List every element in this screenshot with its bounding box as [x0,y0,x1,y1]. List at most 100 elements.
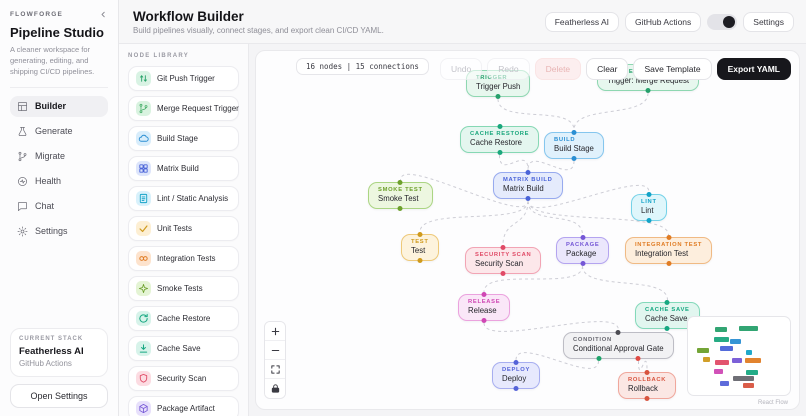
zoom-out-button[interactable] [265,341,285,360]
lock-interactivity-button[interactable] [265,379,285,398]
node-input-handle[interactable] [666,235,672,240]
node-input-handle[interactable] [615,330,621,335]
featherless-ai-button[interactable]: Featherless AI [544,11,620,32]
library-item-package-artifact[interactable]: Package Artifact [128,396,239,416]
library-item-matrix-build[interactable]: Matrix Build [128,156,239,181]
node-output-handle[interactable] [646,218,652,223]
library-item-label: Smoke Tests [157,284,203,293]
node-output-handle[interactable] [417,258,423,263]
library-item-build-stage[interactable]: Build Stage [128,126,239,151]
edge-release-to-condition [483,321,619,332]
cloud-icon [136,131,151,146]
sidebar-item-label: Builder [35,101,67,112]
node-input-handle[interactable] [481,292,487,297]
github-actions-button[interactable]: GitHub Actions [625,11,702,32]
node-type-title: DEPLOY [502,367,531,373]
node-input-handle[interactable] [664,300,670,305]
clear-button[interactable]: Clear [586,58,629,80]
save-template-button[interactable]: Save Template [633,58,712,80]
library-item-lint-static-analysis[interactable]: Lint / Static Analysis [128,186,239,211]
refresh-icon [136,311,151,326]
node-label: Integration Test [635,249,689,258]
export-yaml-button[interactable]: Export YAML [716,58,791,80]
node-type-title: CACHE SAVE [645,307,690,313]
node-output-handle[interactable] [644,396,650,401]
settings-button[interactable]: Settings [743,11,794,32]
library-item-merge-request-trigger[interactable]: Merge Request Trigger [128,96,239,121]
node-output-handle[interactable] [497,150,503,155]
node-input-handle[interactable] [646,192,652,197]
node-input-handle[interactable] [497,124,503,129]
node-output-handle[interactable] [525,196,531,201]
library-item-label: Merge Request Trigger [157,104,239,113]
zoom-in-button[interactable] [265,322,285,341]
open-settings-button[interactable]: Open Settings [10,384,108,408]
node-input-handle[interactable] [417,232,423,237]
minimap-node-security [714,359,729,365]
sidebar-item-migrate[interactable]: Migrate [10,146,108,167]
node-input-handle[interactable] [644,370,650,375]
sidebar-item-generate[interactable]: Generate [10,121,108,142]
library-item-cache-restore[interactable]: Cache Restore [128,306,239,331]
sidebar-item-health[interactable]: Health [10,171,108,192]
node-type-title: PACKAGE [566,242,600,248]
library-item-smoke-tests[interactable]: Smoke Tests [128,276,239,301]
minimap-node-deploy [719,381,729,387]
library-item-unit-tests[interactable]: Unit Tests [128,216,239,241]
edge-matrix-to-test [419,200,529,233]
node-output-handle[interactable] [645,88,651,93]
node-type-title: INTEGRATION TEST [635,242,703,248]
node-input-handle[interactable] [500,245,506,250]
node-output-handle-false[interactable] [635,356,641,361]
sidebar-item-builder[interactable]: Builder [10,95,108,117]
node-label: Conditional Approval Gate [573,344,664,353]
node-output-handle[interactable] [495,94,501,99]
node-output-handle[interactable] [397,206,403,211]
sidebar-item-chat[interactable]: Chat [10,196,108,217]
git-branch-icon [136,101,151,116]
provider-toggle[interactable] [707,13,738,30]
fit-view-button[interactable] [265,360,285,379]
node-label: Build Stage [554,144,594,153]
node-output-handle[interactable] [500,271,506,276]
flask-icon [17,126,28,137]
node-output-handle[interactable] [513,386,519,391]
sidebar-item-label: Generate [35,126,73,137]
node-output-handle[interactable] [580,261,586,266]
node-output-handle[interactable] [666,261,672,266]
minimap[interactable] [687,316,791,396]
library-item-security-scan[interactable]: Security Scan [128,366,239,391]
library-item-git-push-trigger[interactable]: Git Push Trigger [128,66,239,91]
library-item-integration-tests[interactable]: Integration Tests [128,246,239,271]
node-type-title: ROLLBACK [628,377,667,383]
minimap-node-rollback [743,383,754,388]
node-output-handle[interactable] [481,318,487,323]
node-input-handle[interactable] [580,235,586,240]
sidebar-item-settings[interactable]: Settings [10,221,108,242]
node-output-handle[interactable] [664,326,670,331]
node-input-handle[interactable] [571,130,577,135]
node-output-handle-true[interactable] [596,356,602,361]
library-item-cache-save[interactable]: Cache Save [128,336,239,361]
node-input-handle[interactable] [525,170,531,175]
node-input-handle[interactable] [513,360,519,365]
collapse-sidebar-icon[interactable] [99,10,108,19]
node-input-handle[interactable] [397,180,403,185]
node-output-handle[interactable] [571,156,577,161]
minimap-node-lint [745,350,753,356]
